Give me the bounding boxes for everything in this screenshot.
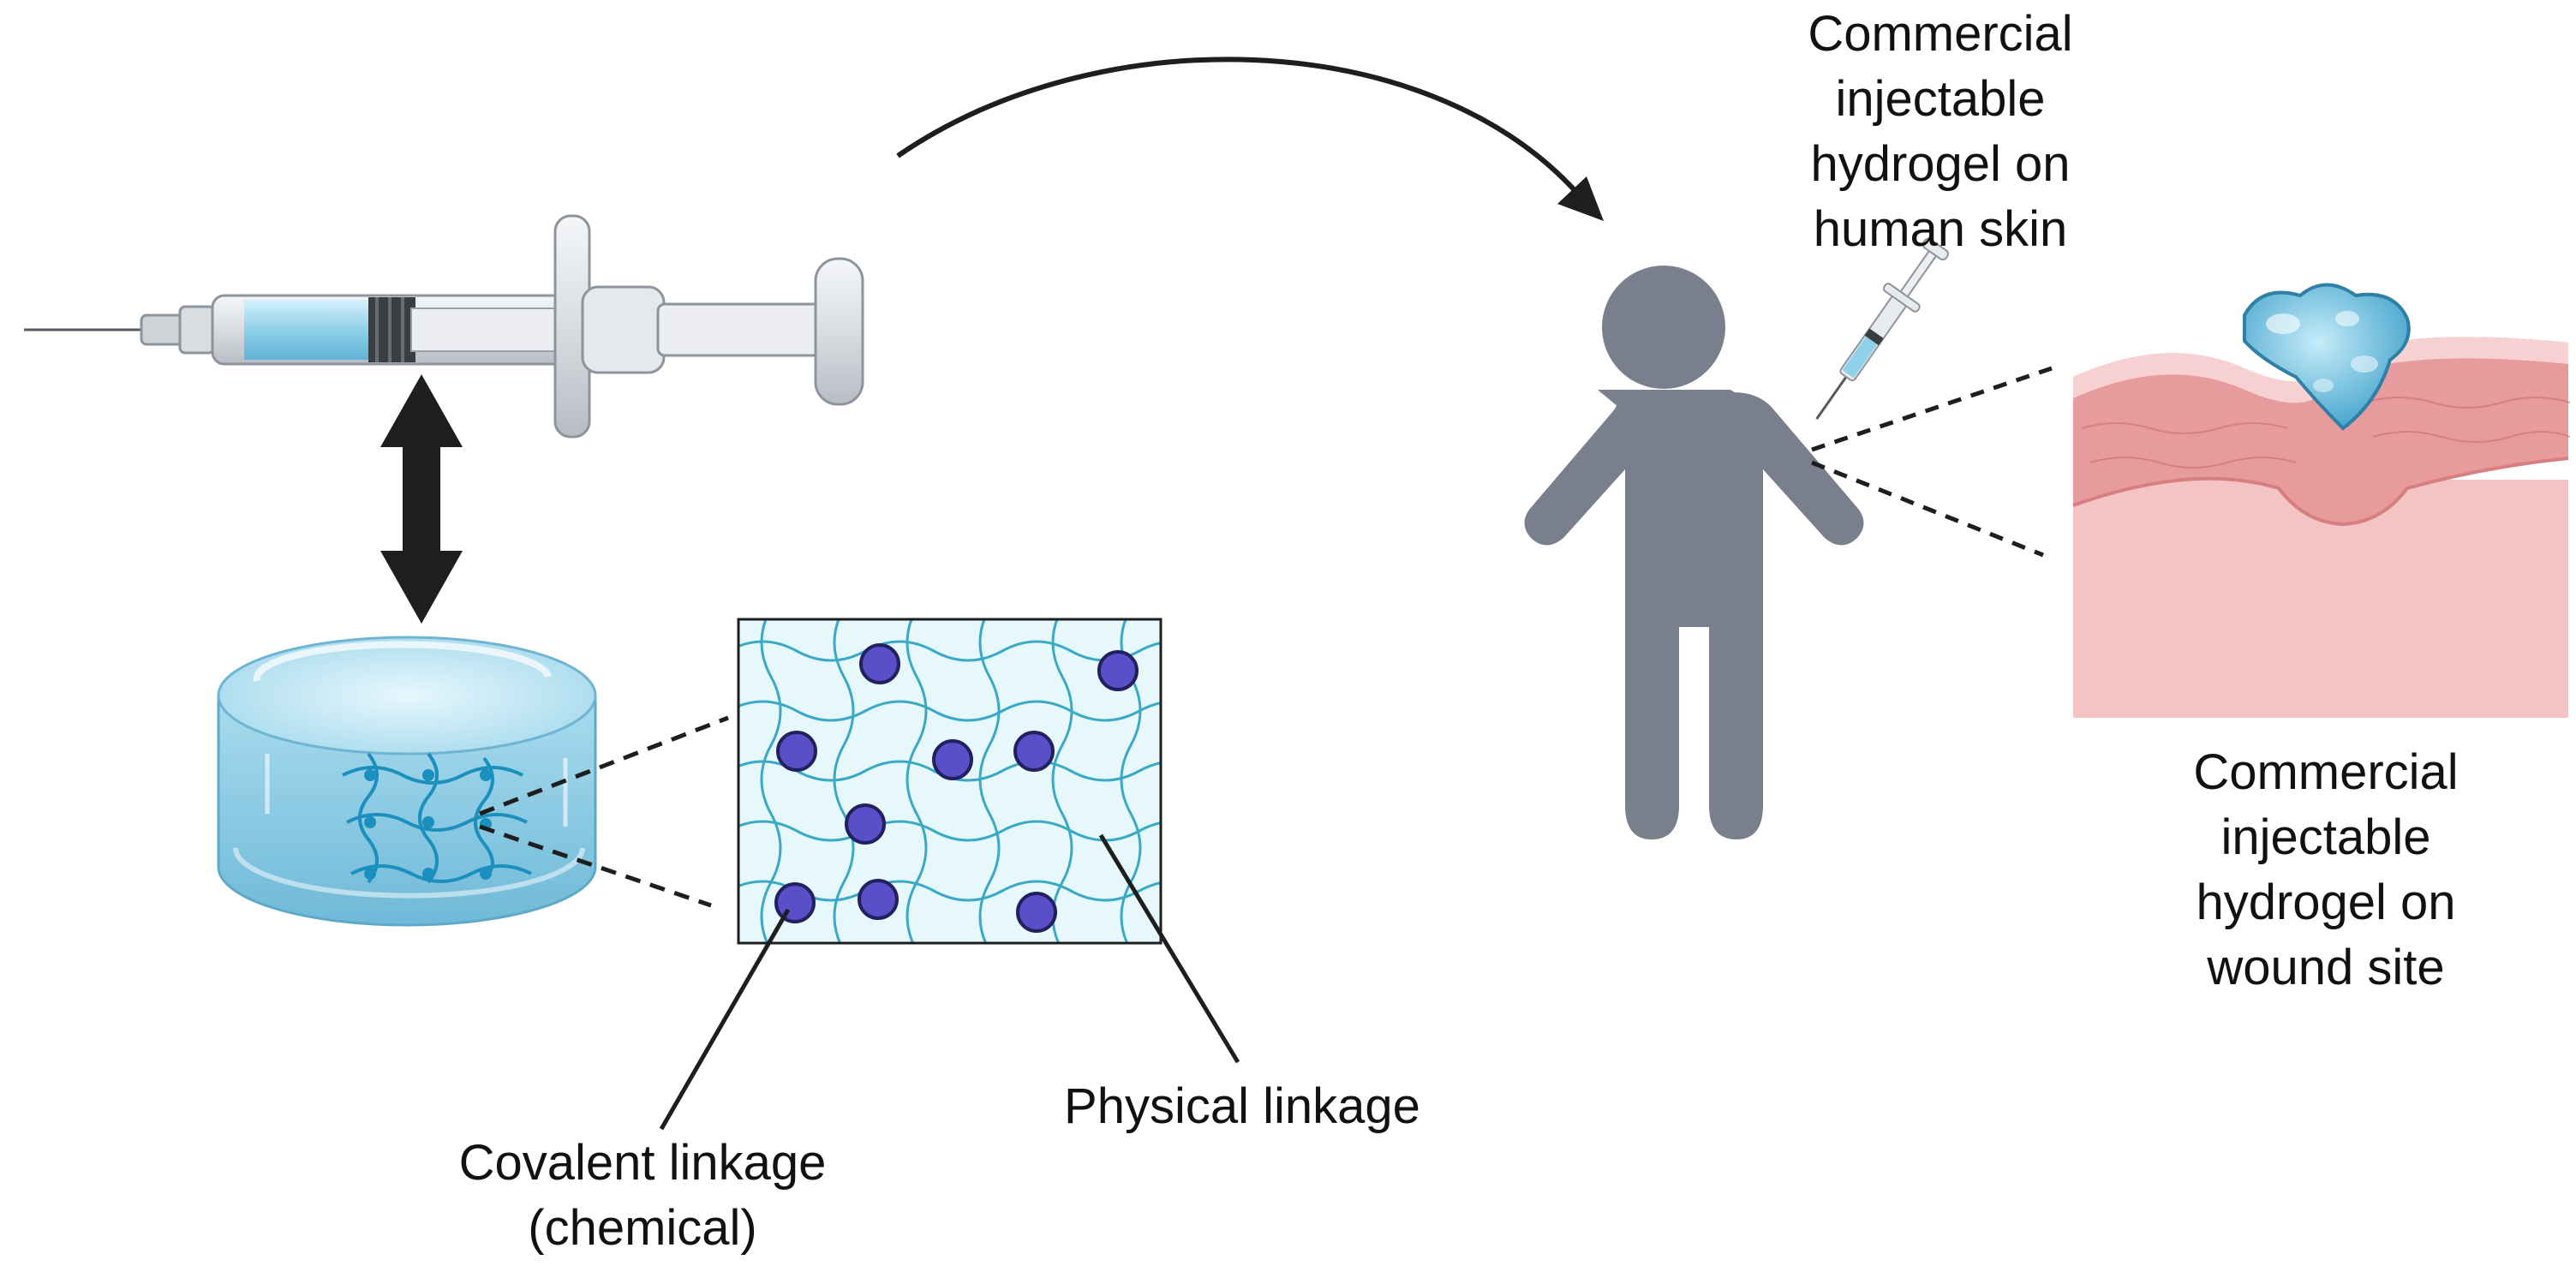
double-arrow-icon [380, 374, 463, 624]
small-syringe-icon [1815, 237, 1949, 421]
skin-section-icon [2072, 337, 2571, 718]
wound-site-label: Commercial injectable hydrogel on wound … [2193, 744, 2459, 995]
physical-linkage-label: Physical linkage [1064, 1078, 1420, 1134]
zoom-lines [479, 715, 729, 908]
covalent-linkage-label: Covalent linkage (chemical) [458, 1135, 827, 1256]
label-pointer-lines [659, 833, 1240, 1131]
polymer-network-icon [737, 618, 1162, 945]
curved-arrow-icon [896, 57, 1604, 221]
hydrogel-blob-icon [2243, 283, 2411, 431]
skin-injection-label: Commercial injectable hydrogel on human … [1808, 6, 2073, 257]
person-icon [1524, 266, 1864, 839]
hydrogel-disc-icon [217, 636, 597, 927]
skin-zoom-lines [1811, 366, 2053, 558]
syringe-icon [24, 214, 864, 439]
